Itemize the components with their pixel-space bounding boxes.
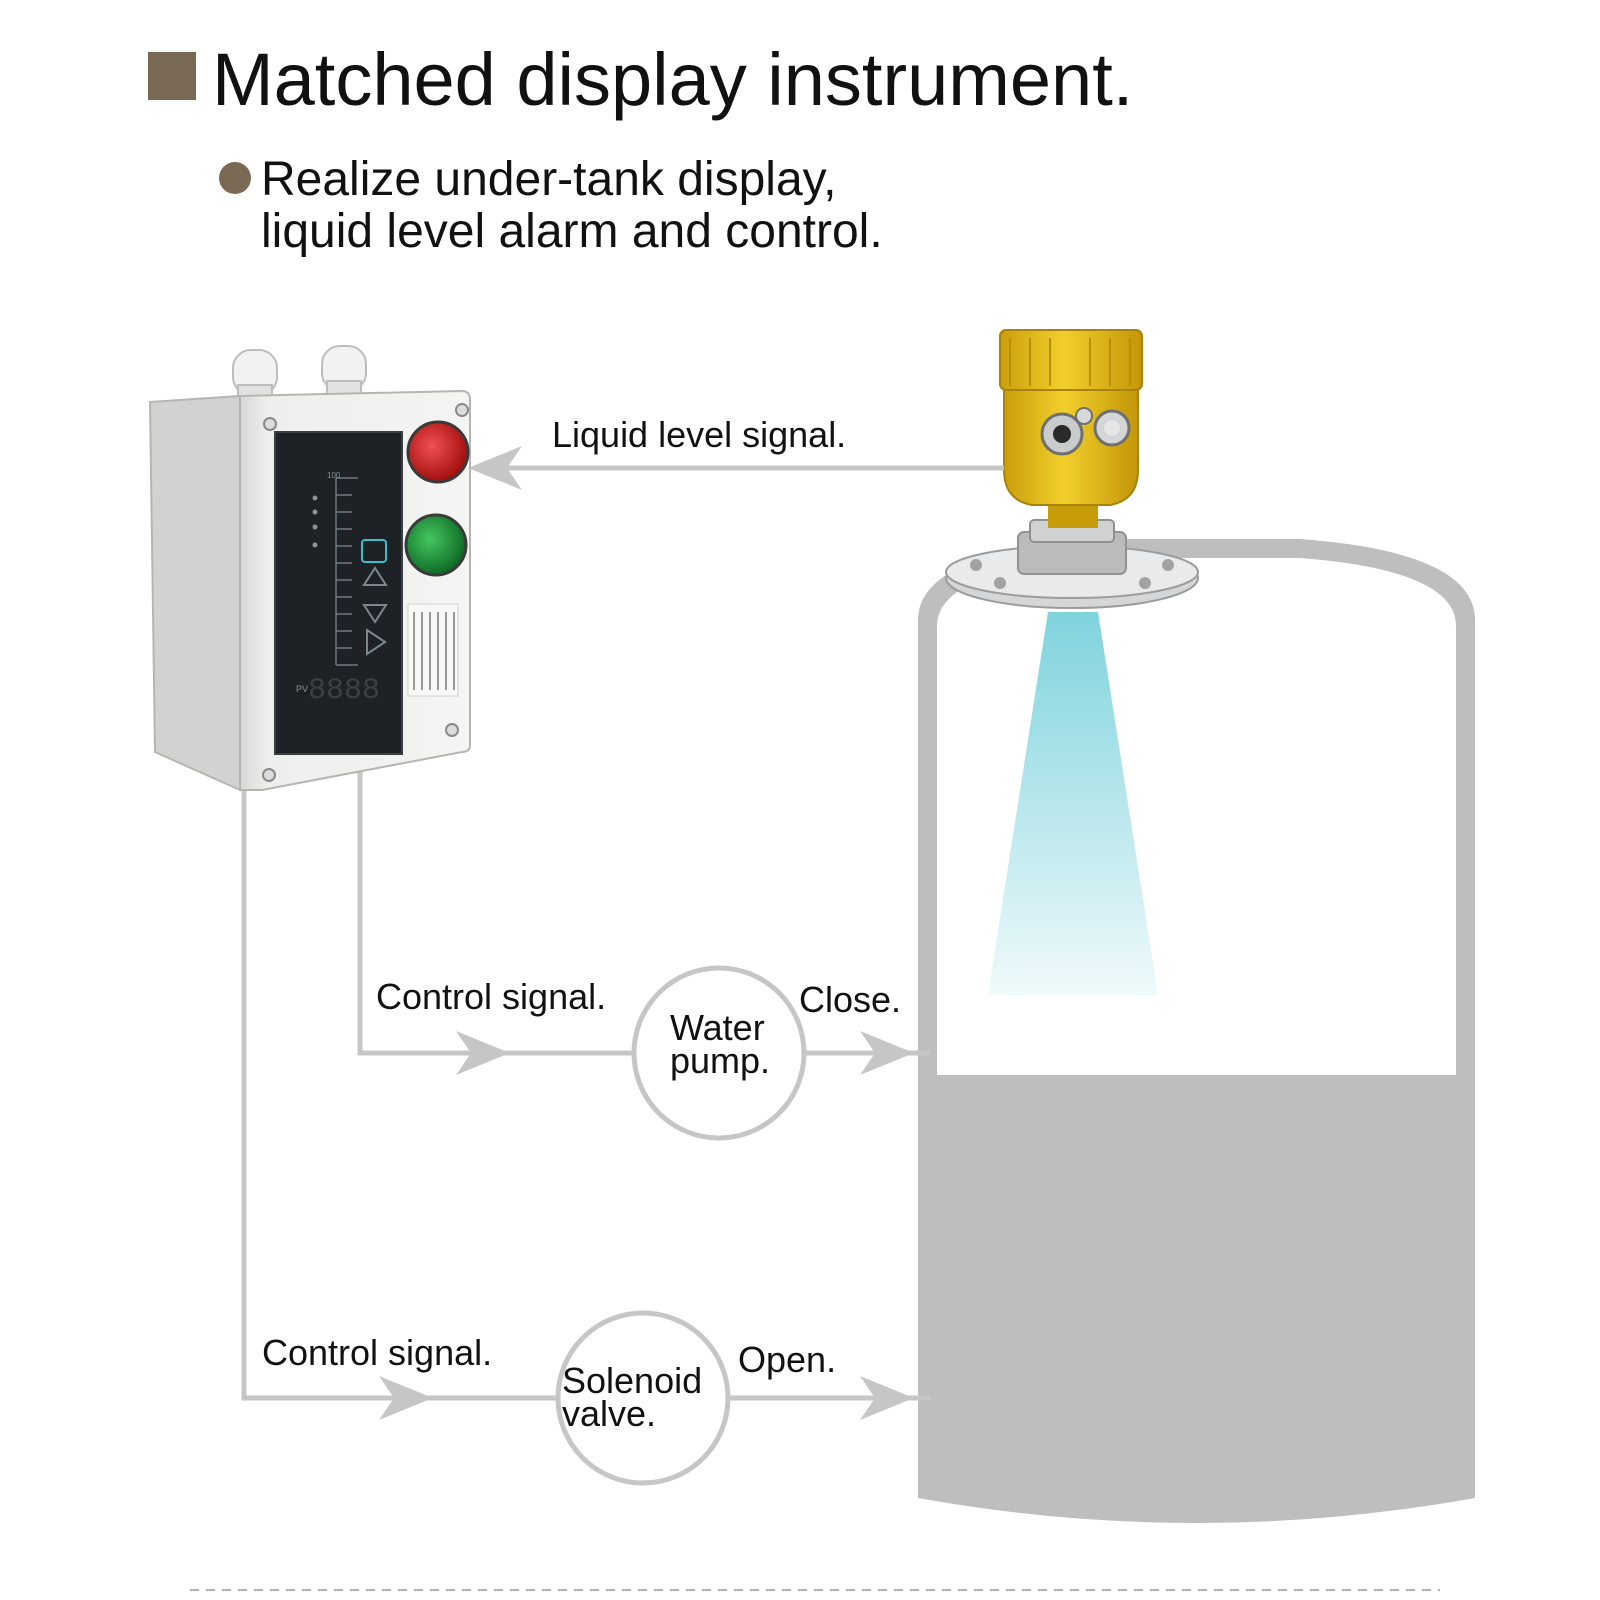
water-pump-label: Water pump. [670,1007,771,1081]
arrow-valve-open [860,1376,914,1420]
arrow-heads [379,446,914,1420]
valve-open-label: Open. [738,1339,837,1380]
radar-beam [988,612,1158,995]
solenoid-valve-line-2: valve. [562,1393,657,1434]
radar-level-sensor [999,329,1143,528]
bullet-dot-icon [219,162,251,194]
page-title: Matched display instrument. [212,38,1134,121]
mounting-flange [945,519,1199,609]
red-alarm-lamp [406,420,470,484]
arrow-to-instrument [468,446,522,490]
bullet-line-1: Realize under-tank display, [261,153,837,206]
water-pump-node [631,965,807,1141]
tank [918,539,1475,1523]
water-pump-line-1: Water [670,1007,765,1048]
pump-close-label: Close. [799,979,902,1020]
panel-pv-label: PV [296,684,308,694]
display-instrument: 100 PV 8888 [148,345,471,792]
solenoid-valve-node [555,1310,731,1486]
arrow-pump-close [860,1031,914,1075]
title-square-icon [148,52,196,100]
panel-readout: 8888 [308,674,380,708]
control-signal-label-bottom: Control signal. [262,1332,493,1373]
control-signal-label-top: Control signal. [376,976,607,1017]
bullet-line-2: liquid level alarm and control. [261,205,883,258]
arrow-control-top [456,1031,510,1075]
panel-scale-top: 100 [327,471,341,480]
liquid-level-signal-label: Liquid level signal. [552,414,847,455]
arrow-control-bottom [379,1376,433,1420]
bullet-text: Realize under-tank display, liquid level… [261,154,883,258]
solenoid-valve-line-1: Solenoid [562,1360,703,1401]
solenoid-valve-label: Solenoid valve. [562,1360,703,1434]
green-run-lamp [404,513,468,577]
water-pump-line-2: pump. [670,1040,771,1081]
